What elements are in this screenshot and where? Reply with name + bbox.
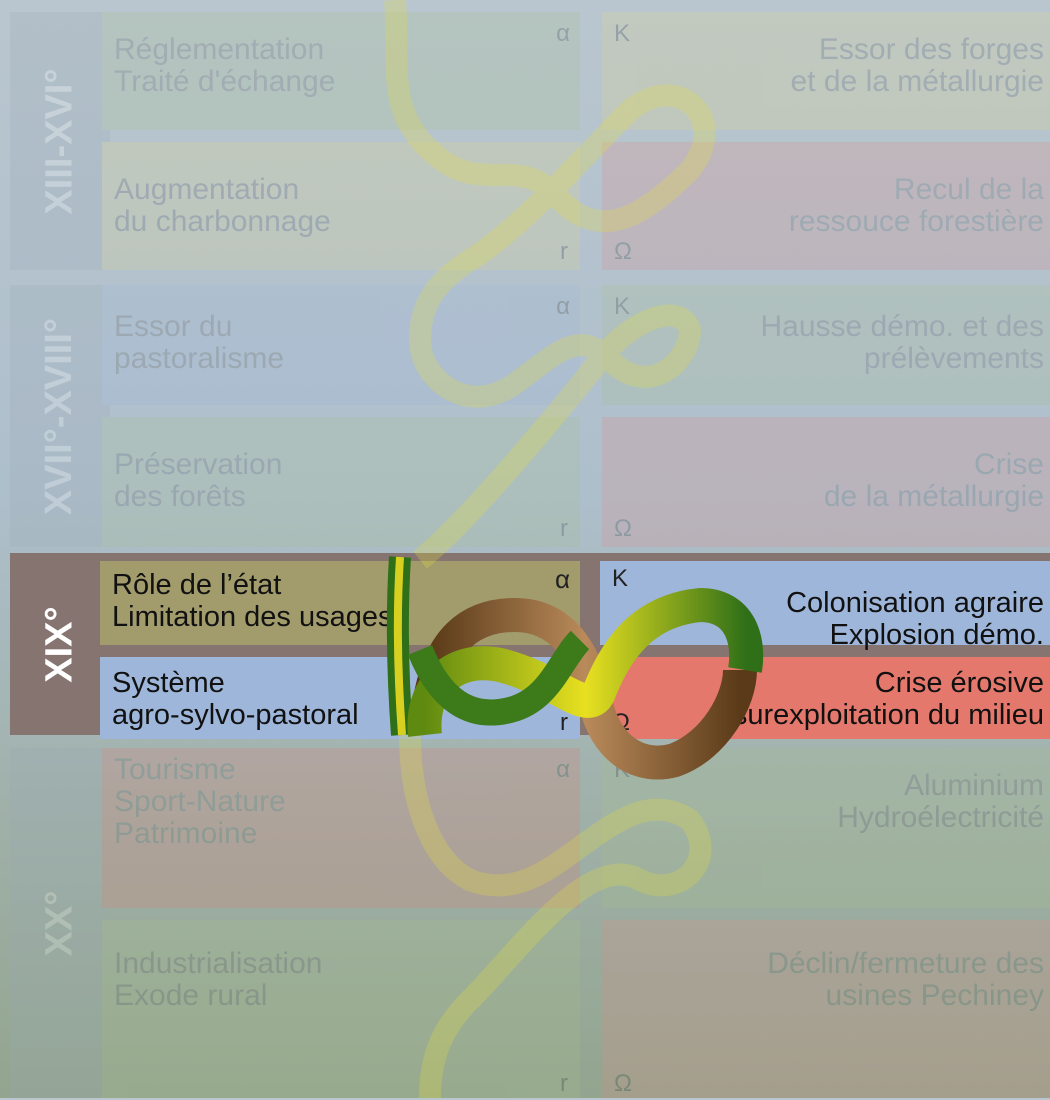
period-band-xx: XX° Tourisme Sport-Nature Patrimoine α I… xyxy=(10,748,1050,1098)
alpha-phase-cell: Essor du pastoralisme α xyxy=(102,285,580,405)
period-label: XIX° xyxy=(10,553,110,735)
period-label: XVII°-XVIII° xyxy=(10,285,110,547)
r-phase-cell: Augmentation du charbonnage r xyxy=(102,142,580,270)
omega-phase-text: Crise de la métallurgie xyxy=(823,448,1044,513)
omega-symbol: Ω xyxy=(614,515,632,542)
alpha-phase-text: Rôle de l’état Limitation des usages xyxy=(112,569,393,633)
period-label: XX° xyxy=(10,748,110,1098)
alpha-phase-text: Essor du pastoralisme xyxy=(114,310,285,375)
r-phase-text: Préservation des forêts xyxy=(114,448,283,513)
alpha-symbol: α xyxy=(554,564,570,594)
omega-symbol: Ω xyxy=(614,1070,632,1097)
r-symbol: r xyxy=(560,238,568,265)
omega-phase-text: Crise érosive surexploitation du milieu xyxy=(732,667,1044,731)
r-phase-cell: Industrialisation Exode rural r xyxy=(102,920,580,1098)
omega-phase-cell: Crise érosive surexploitation du milieu … xyxy=(600,657,1050,739)
omega-phase-cell: Recul de la ressouce forestière Ω xyxy=(602,142,1050,270)
kappa-symbol: K xyxy=(614,293,631,320)
faded-ribbon-bottom xyxy=(399,734,712,1098)
omega-symbol: Ω xyxy=(614,238,632,265)
r-phase-cell: Préservation des forêts r xyxy=(102,417,580,547)
period-label: XIII-XVI° xyxy=(10,12,110,270)
alpha-symbol: α xyxy=(556,293,570,320)
kappa-phase-cell: Essor des forges et de la métallurgie K xyxy=(602,12,1050,130)
alpha-phase-cell: Rôle de l’état Limitation des usages α xyxy=(100,561,580,645)
kappa-phase-text: Essor des forges et de la métallurgie xyxy=(790,33,1044,98)
period-band-xiii-xvi: XIII-XVI° Réglementation Traité d'échang… xyxy=(10,12,1050,270)
kappa-symbol: K xyxy=(612,565,629,592)
faded-ribbon-top xyxy=(384,0,716,569)
alpha-phase-text: Réglementation Traité d'échange xyxy=(114,33,336,98)
omega-phase-text: Recul de la ressouce forestière xyxy=(788,173,1044,238)
r-symbol: r xyxy=(560,515,568,542)
kappa-phase-text: Hausse démo. et des prélèvements xyxy=(760,310,1045,375)
omega-phase-cell: Déclin/fermeture des usines Pechiney Ω xyxy=(602,920,1050,1098)
r-symbol: r xyxy=(560,709,568,736)
xix-adaptive-loop xyxy=(386,556,764,780)
kappa-phase-cell: Hausse démo. et des prélèvements K xyxy=(602,285,1050,405)
period-band-xvii-xviii: XVII°-XVIII° Essor du pastoralisme α Pré… xyxy=(10,285,1050,547)
r-phase-text: Industrialisation Exode rural xyxy=(114,947,323,1012)
omega-phase-text: Déclin/fermeture des usines Pechiney xyxy=(767,947,1044,1012)
alpha-phase-text: Tourisme Sport-Nature Patrimoine xyxy=(114,753,286,850)
alpha-phase-cell: Tourisme Sport-Nature Patrimoine α xyxy=(102,748,580,908)
alpha-symbol: α xyxy=(556,20,570,47)
kappa-phase-text: Aluminium Hydroélectricité xyxy=(837,769,1044,834)
alpha-phase-cell: Réglementation Traité d'échange α xyxy=(102,12,580,130)
kappa-phase-text: Colonisation agraire Explosion démo. xyxy=(786,587,1044,651)
r-symbol: r xyxy=(560,1070,568,1097)
r-phase-text: Augmentation du charbonnage xyxy=(114,173,331,238)
alpha-symbol: α xyxy=(556,756,570,783)
r-phase-text: Système agro-sylvo-pastoral xyxy=(112,667,359,731)
kappa-symbol: K xyxy=(614,20,631,47)
omega-phase-cell: Crise de la métallurgie Ω xyxy=(602,417,1050,547)
